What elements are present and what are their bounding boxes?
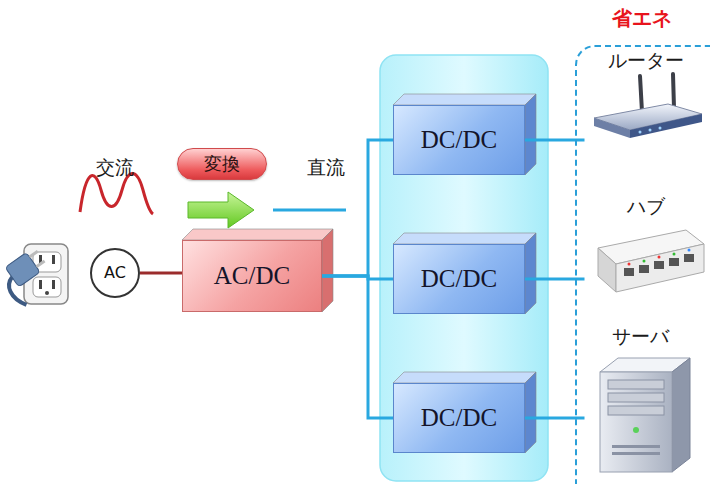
device-node: サーバ (585, 326, 697, 476)
connector (140, 272, 182, 275)
signal-label: 交流 (96, 155, 134, 181)
node-text: AC/DC (214, 262, 290, 291)
router-icon (594, 74, 702, 138)
conversion-pill: 変換 (177, 148, 267, 181)
node-text: ハブ (585, 196, 707, 218)
node-text: 変換 (204, 154, 240, 175)
box-face (393, 94, 536, 105)
node-text: 省エネ (577, 7, 707, 30)
device-node: ハブ (585, 196, 707, 296)
box-face (525, 233, 536, 314)
node-text: ルーター (585, 50, 707, 72)
connector (322, 276, 393, 418)
source-circle: AC (90, 248, 140, 298)
node-text: サーバ (585, 326, 697, 348)
node-text: DC/DC (421, 126, 497, 155)
server-icon (600, 358, 690, 472)
box-face (182, 229, 333, 240)
node-text: DC/DC (421, 404, 497, 433)
dc-line (273, 209, 346, 212)
box-face (322, 229, 333, 312)
box-face (393, 372, 536, 383)
converter-box: AC/DC (182, 240, 322, 312)
outlet-icon (0, 244, 68, 308)
conversion-arrow (188, 192, 254, 228)
node-text: DC/DC (421, 265, 497, 294)
hub-icon (598, 230, 704, 292)
box-face (393, 233, 536, 244)
converter-panel (380, 55, 548, 481)
converter-box: DC/DC (393, 105, 525, 175)
converter-box: DC/DC (393, 383, 525, 453)
converter-box: DC/DC (393, 244, 525, 314)
box-face (525, 94, 536, 175)
signal-label: 直流 (307, 155, 345, 181)
node-text: AC (104, 264, 126, 282)
sine-wave (80, 174, 153, 215)
device-node: ルーター (585, 50, 707, 150)
box-face (525, 372, 536, 453)
energy-saving-region: 省エネルーターハブサーバ (575, 45, 710, 484)
